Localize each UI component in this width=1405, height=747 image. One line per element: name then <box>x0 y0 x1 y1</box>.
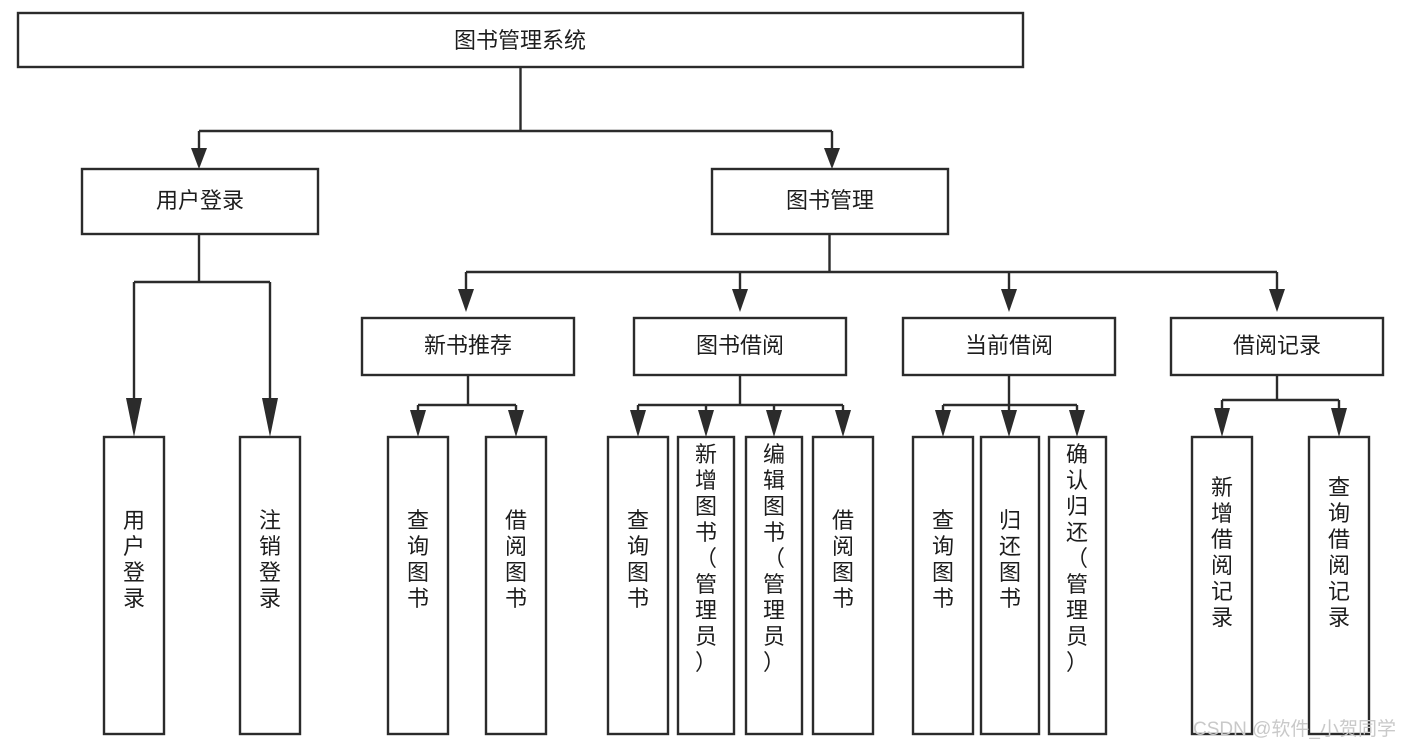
leaf-bb-borrow-box[interactable] <box>811 435 875 736</box>
leaf-br-query-box[interactable] <box>1307 435 1371 736</box>
arrow-head-br-query <box>1331 408 1347 437</box>
node-book-borrow[interactable]: 图书借阅 <box>632 316 848 377</box>
arrow-head-current-borrow <box>1001 289 1017 312</box>
leaf-br-add[interactable]: 新增借阅记录 <box>1190 435 1254 736</box>
node-new-book-rec-box[interactable] <box>360 316 576 377</box>
arrow-head-user-login-leaf <box>126 398 142 437</box>
leaf-user-logout[interactable]: 注销登录 <box>238 435 302 736</box>
node-borrow-record[interactable]: 借阅记录 <box>1169 316 1385 377</box>
arrow-head-user-logout-leaf <box>262 398 278 437</box>
arrow-head-user-login <box>191 148 207 169</box>
node-root[interactable]: 图书管理系统 <box>16 11 1025 69</box>
leaf-nbr-borrow-box[interactable] <box>484 435 548 736</box>
leaf-br-query[interactable]: 查询借阅记录 <box>1307 435 1371 736</box>
node-current-borrow-box[interactable] <box>901 316 1117 377</box>
node-current-borrow[interactable]: 当前借阅 <box>901 316 1117 377</box>
node-user-login-box[interactable] <box>80 167 320 236</box>
leaf-bb-query-box[interactable] <box>606 435 670 736</box>
leaf-nbr-query-label: 查询图书 <box>407 508 429 611</box>
arrow-head-bb-query <box>630 410 646 437</box>
leaf-bb-borrow-label: 借阅图书 <box>832 508 854 611</box>
node-root-label: 图书管理系统 <box>454 28 586 53</box>
leaf-cb-confirm-box[interactable] <box>1047 435 1108 736</box>
leaf-cb-query-box[interactable] <box>911 435 975 736</box>
arrow-head-bb-edit <box>766 410 782 437</box>
leaf-user-login[interactable]: 用户登录 <box>102 435 166 736</box>
arrow-head-cb-return <box>1001 410 1017 437</box>
leaf-user-logout-box[interactable] <box>238 435 302 736</box>
leaf-bb-edit[interactable]: 编辑图书（管理员） <box>744 435 804 736</box>
leaf-cb-query-label: 查询图书 <box>932 508 954 611</box>
leaf-user-login-label: 用户登录 <box>123 508 145 611</box>
node-book-manage-label: 图书管理 <box>786 188 874 213</box>
leaf-user-login-box[interactable] <box>102 435 166 736</box>
node-current-borrow-label: 当前借阅 <box>965 333 1053 358</box>
leaf-user-logout-label: 注销登录 <box>259 508 281 611</box>
leaf-br-query-label: 查询借阅记录 <box>1328 475 1350 630</box>
leaf-br-add-label: 新增借阅记录 <box>1211 475 1233 630</box>
leaf-cb-return-label: 归还图书 <box>999 508 1021 611</box>
connector-layer <box>126 67 1347 437</box>
leaf-bb-add-label: 新增图书（管理员） <box>695 442 717 675</box>
arrow-head-book-manage <box>824 148 840 169</box>
node-user-login[interactable]: 用户登录 <box>80 167 320 236</box>
node-new-book-rec[interactable]: 新书推荐 <box>360 316 576 377</box>
leaf-cb-return[interactable]: 归还图书 <box>979 435 1041 736</box>
leaf-bb-query-label: 查询图书 <box>627 508 649 611</box>
node-borrow-record-label: 借阅记录 <box>1233 333 1321 358</box>
arrow-head-bb-borrow <box>835 410 851 437</box>
leaf-cb-return-box[interactable] <box>979 435 1041 736</box>
node-book-borrow-label: 图书借阅 <box>696 333 784 358</box>
leaf-cb-confirm[interactable]: 确认归还（管理员） <box>1047 435 1108 736</box>
node-book-borrow-box[interactable] <box>632 316 848 377</box>
node-book-manage-box[interactable] <box>710 167 950 236</box>
arrow-head-br-add <box>1214 408 1230 437</box>
leaf-bb-edit-label: 编辑图书（管理员） <box>763 442 785 675</box>
leaf-nbr-query[interactable]: 查询图书 <box>386 435 450 736</box>
arrow-head-borrow-record <box>1269 289 1285 312</box>
leaf-bb-add[interactable]: 新增图书（管理员） <box>676 435 736 736</box>
node-book-manage[interactable]: 图书管理 <box>710 167 950 236</box>
arrow-head-cb-confirm <box>1069 410 1085 437</box>
csdn-watermark: CSDN @软件_小贺同学 <box>1193 718 1396 740</box>
leaf-nbr-borrow[interactable]: 借阅图书 <box>484 435 548 736</box>
node-user-login-label: 用户登录 <box>156 188 244 213</box>
arrow-head-nbr-query <box>410 410 426 437</box>
arrow-head-new-book-rec <box>458 289 474 312</box>
arrow-head-book-borrow <box>732 289 748 312</box>
leaf-bb-add-box[interactable] <box>676 435 736 736</box>
leaf-nbr-borrow-label: 借阅图书 <box>505 508 527 611</box>
leaf-br-add-box[interactable] <box>1190 435 1254 736</box>
arrow-head-nbr-borrow <box>508 410 524 437</box>
leaf-cb-query[interactable]: 查询图书 <box>911 435 975 736</box>
arrow-head-bb-add <box>698 410 714 437</box>
leaf-cb-confirm-label: 确认归还（管理员） <box>1066 442 1088 675</box>
node-new-book-rec-label: 新书推荐 <box>424 333 512 358</box>
leaf-bb-query[interactable]: 查询图书 <box>606 435 670 736</box>
leaf-nbr-query-box[interactable] <box>386 435 450 736</box>
leaf-bb-edit-box[interactable] <box>744 435 804 736</box>
node-root-box[interactable] <box>16 11 1025 69</box>
arrow-head-cb-query <box>935 410 951 437</box>
leaf-bb-borrow[interactable]: 借阅图书 <box>811 435 875 736</box>
node-borrow-record-box[interactable] <box>1169 316 1385 377</box>
